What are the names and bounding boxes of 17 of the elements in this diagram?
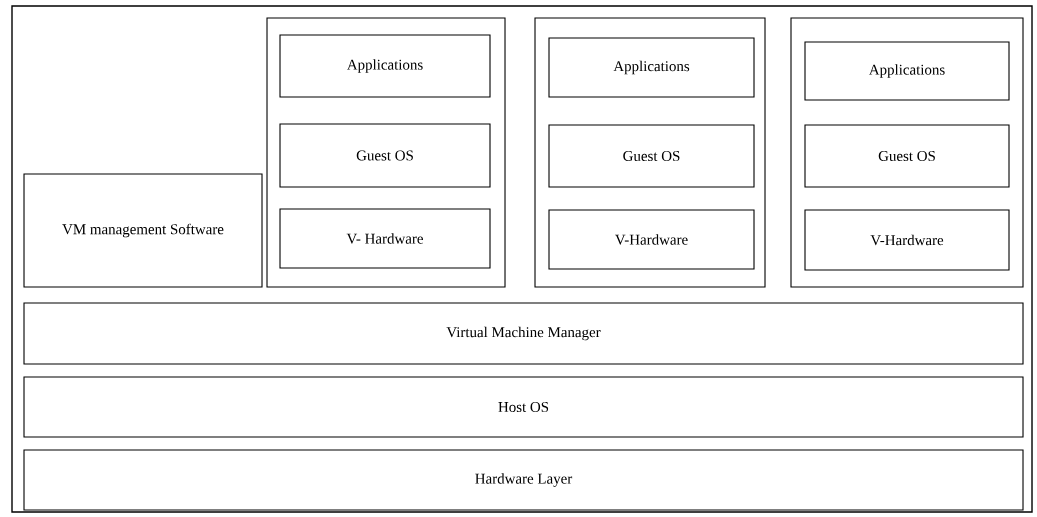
virtual-machine-box bbox=[790, 17, 1024, 288]
component-box: Applications bbox=[548, 37, 755, 98]
component-box: Guest OS bbox=[804, 124, 1010, 188]
virtual-machine-box bbox=[534, 17, 766, 288]
component-box: Applications bbox=[279, 34, 491, 98]
component-box: Applications bbox=[804, 41, 1010, 101]
component-box: V-Hardware bbox=[804, 209, 1010, 271]
outer-frame bbox=[11, 5, 1033, 513]
virtual-machine-box bbox=[266, 17, 506, 288]
component-box: Guest OS bbox=[548, 124, 755, 188]
layer-box: Virtual Machine Manager bbox=[23, 302, 1024, 365]
component-box: Guest OS bbox=[279, 123, 491, 188]
component-box: V-Hardware bbox=[548, 209, 755, 270]
layer-box: Hardware Layer bbox=[23, 449, 1024, 511]
component-box: V- Hardware bbox=[279, 208, 491, 269]
component-box: VM management Software bbox=[23, 173, 263, 288]
layer-box: Host OS bbox=[23, 376, 1024, 438]
